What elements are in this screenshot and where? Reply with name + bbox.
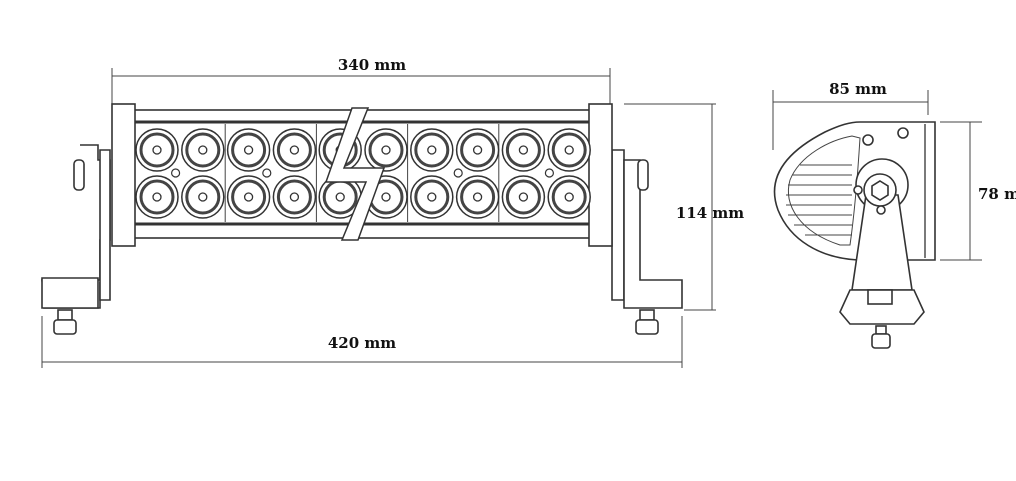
front-view: [41, 103, 683, 335]
led-chip: [335, 192, 345, 202]
led-chip: [198, 192, 208, 202]
led-chip: [243, 145, 254, 155]
screw-icon: [453, 168, 463, 178]
led-chip: [381, 192, 391, 202]
dimension-label-340: 340 mm: [338, 56, 406, 74]
led-chip: [427, 145, 437, 155]
led-chip: [472, 145, 483, 155]
dimension-85: 85 mm: [772, 80, 929, 150]
led-chip: [518, 145, 529, 155]
dimension-label-78: 78 mm: [978, 185, 1016, 203]
led-chip: [564, 192, 574, 202]
break-symbol: [324, 107, 386, 241]
dimension-340: 340 mm: [111, 56, 611, 104]
led-chip: [289, 192, 300, 202]
fins: [786, 164, 852, 236]
led-chip: [564, 145, 574, 155]
led-chip: [518, 192, 529, 202]
led-chip: [472, 192, 483, 202]
led-chip: [427, 192, 437, 202]
screw-icon: [262, 168, 272, 178]
dimension-420: 420 mm: [41, 316, 683, 368]
dimension-label-85: 85 mm: [829, 80, 887, 98]
screw-icon: [171, 168, 181, 178]
led-chip: [152, 145, 162, 155]
dimension-label-420: 420 mm: [328, 334, 396, 352]
screw-icon: [544, 168, 555, 178]
led-array: [135, 124, 591, 222]
led-chip: [152, 192, 162, 202]
led-chip: [381, 145, 391, 155]
dimension-78: 78 mm: [940, 121, 1016, 261]
side-view: [773, 121, 936, 349]
dimension-label-114: 114 mm: [676, 204, 744, 222]
dimension-114: 114 mm: [624, 103, 744, 311]
led-chip: [198, 145, 208, 155]
led-chip: [289, 145, 300, 155]
led-chip: [243, 192, 254, 202]
